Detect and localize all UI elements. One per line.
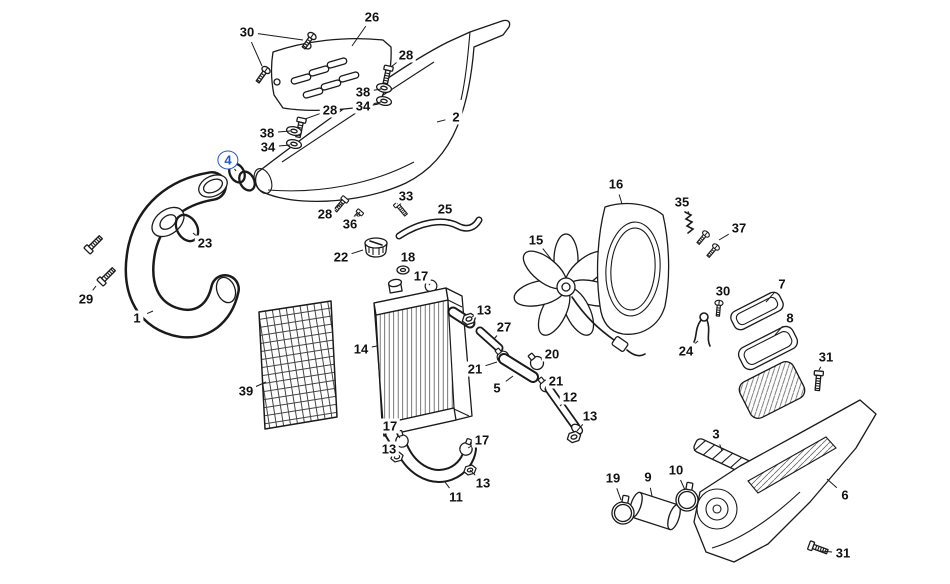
callout-29[interactable]: 29 <box>75 291 97 307</box>
callout-24[interactable]: 24 <box>675 343 697 359</box>
callout-13[interactable]: 13 <box>579 408 601 424</box>
part-exhaust-header-pipe <box>124 171 240 339</box>
callout-8[interactable]: 8 <box>783 310 797 326</box>
part-radiator-guard <box>258 300 338 430</box>
callout-25[interactable]: 25 <box>434 201 456 217</box>
callout-22[interactable]: 22 <box>330 249 352 265</box>
callout-23[interactable]: 23 <box>194 235 216 251</box>
callout-36[interactable]: 36 <box>339 216 361 232</box>
callout-15[interactable]: 15 <box>525 232 547 248</box>
callout-12[interactable]: 12 <box>559 389 581 405</box>
callout-31[interactable]: 31 <box>815 349 837 365</box>
callout-34[interactable]: 34 <box>257 139 279 155</box>
callout-21[interactable]: 21 <box>464 361 486 377</box>
part-retaining-clip <box>693 312 711 347</box>
callout-5[interactable]: 5 <box>490 380 504 396</box>
callout-4-highlighted[interactable]: 4 <box>217 150 239 170</box>
callout-17[interactable]: 17 <box>379 418 401 434</box>
callout-3[interactable]: 3 <box>709 426 723 442</box>
callout-17[interactable]: 17 <box>471 432 493 448</box>
callout-14[interactable]: 14 <box>350 341 372 357</box>
callout-11[interactable]: 11 <box>446 489 466 505</box>
callout-7[interactable]: 7 <box>775 276 789 292</box>
callout-30[interactable]: 30 <box>712 283 734 299</box>
callout-34[interactable]: 34 <box>352 98 374 114</box>
callout-20[interactable]: 20 <box>541 346 563 362</box>
callout-13[interactable]: 13 <box>472 475 494 491</box>
callout-35[interactable]: 35 <box>671 194 693 210</box>
callout-28[interactable]: 28 <box>314 206 336 222</box>
part-spring <box>684 211 695 234</box>
callout-37[interactable]: 37 <box>728 220 750 236</box>
part-air-duct-flap <box>738 361 806 419</box>
part-overflow-hose <box>395 216 483 240</box>
fan-wire <box>571 296 646 357</box>
part-air-duct-lower <box>737 325 799 371</box>
callout-9[interactable]: 9 <box>641 469 655 485</box>
callout-30[interactable]: 30 <box>236 24 258 40</box>
part-side-panel <box>693 399 877 563</box>
callout-10[interactable]: 10 <box>665 462 687 478</box>
part-fan-shroud <box>596 202 670 335</box>
part-lower-hose-assembly <box>389 428 478 483</box>
callout-18[interactable]: 18 <box>397 249 419 265</box>
callout-31[interactable]: 31 <box>832 545 854 561</box>
part-outlet-hose-assembly <box>460 311 584 445</box>
callout-26[interactable]: 26 <box>361 9 383 25</box>
callout-13[interactable]: 13 <box>378 441 400 457</box>
callout-17[interactable]: 17 <box>410 268 432 284</box>
callout-19[interactable]: 19 <box>602 470 624 486</box>
part-o-ring-23 <box>174 213 200 243</box>
callout-38[interactable]: 38 <box>256 125 278 141</box>
callout-21[interactable]: 21 <box>545 373 567 389</box>
part-radiator-cap <box>364 237 388 258</box>
part-filler-fitting <box>396 265 410 275</box>
callout-33[interactable]: 33 <box>395 188 417 204</box>
callout-38[interactable]: 38 <box>352 84 374 100</box>
callout-13[interactable]: 13 <box>473 302 495 318</box>
callout-28[interactable]: 28 <box>319 102 341 118</box>
callout-6[interactable]: 6 <box>838 487 852 503</box>
callout-39[interactable]: 39 <box>235 383 257 399</box>
callout-28[interactable]: 28 <box>395 47 417 63</box>
callout-16[interactable]: 16 <box>605 176 627 192</box>
callout-1[interactable]: 1 <box>130 310 144 326</box>
callout-2[interactable]: 2 <box>449 109 463 125</box>
callout-27[interactable]: 27 <box>493 319 515 335</box>
part-radiator <box>373 278 476 454</box>
